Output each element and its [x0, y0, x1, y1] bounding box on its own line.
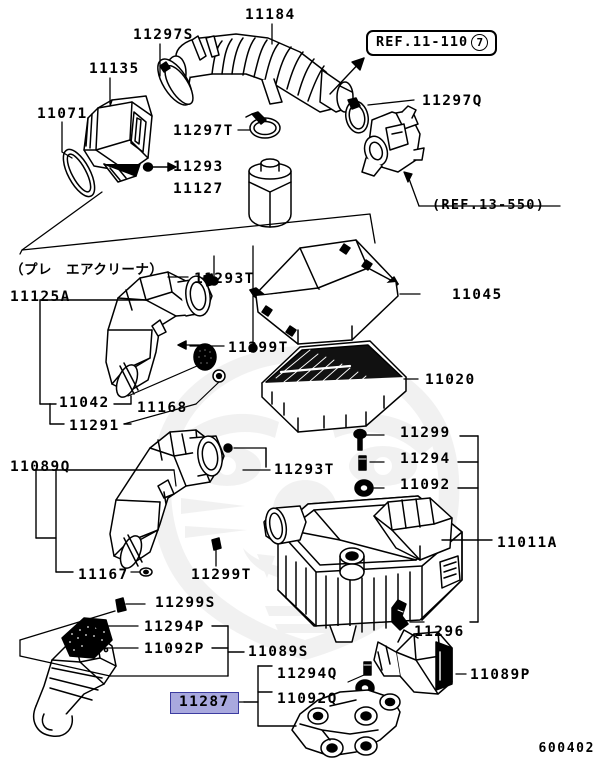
- part-11092-nut: [354, 479, 385, 497]
- part-label-11293[interactable]: 11293: [173, 159, 224, 175]
- arrow-11042: [177, 340, 207, 350]
- part-label-11299t-upper[interactable]: 11299T: [228, 340, 289, 356]
- ref-13-550-label[interactable]: (REF.13-550): [432, 197, 546, 213]
- part-label-11127[interactable]: 11127: [173, 181, 224, 197]
- part-label-11296[interactable]: 11296: [414, 624, 465, 640]
- part-11299s-pin: [115, 597, 146, 613]
- bracket-11287: [243, 665, 297, 727]
- part-label-11299s[interactable]: 11299S: [155, 595, 216, 611]
- part-label-11092q[interactable]: 11092Q: [277, 691, 338, 707]
- leader-lines: [61, 23, 467, 703]
- leader-11291: [123, 403, 197, 425]
- part-11089s-pre-cleaner: [32, 617, 117, 737]
- part-label-11299[interactable]: 11299: [400, 425, 451, 441]
- part-11089q-duct: [109, 429, 225, 569]
- ref-box-circle-number: 7: [471, 34, 489, 51]
- part-label-11011a[interactable]: 11011A: [497, 535, 558, 551]
- part-label-11299t-lower[interactable]: 11299T: [191, 567, 252, 583]
- part-label-11020[interactable]: 11020: [425, 372, 476, 388]
- leader-ref-13-550: [403, 171, 561, 207]
- part-11299-bolt: [353, 428, 385, 451]
- part-11042-mesh-piece: [127, 343, 217, 397]
- part-label-11092[interactable]: 11092: [400, 477, 451, 493]
- part-label-11168[interactable]: 11168: [137, 400, 188, 416]
- sheet-number: 600402: [538, 741, 595, 756]
- part-label-11071[interactable]: 11071: [37, 106, 88, 122]
- part-11294-clip: [358, 455, 385, 471]
- part-11287-bracket: [291, 689, 401, 758]
- part-label-11291[interactable]: 11291: [69, 418, 120, 434]
- part-label-11297t[interactable]: 11297T: [173, 123, 234, 139]
- part-throttle-body: [361, 105, 425, 177]
- part-11135-resonator: [83, 95, 153, 183]
- part-label-11045[interactable]: 11045: [452, 287, 503, 303]
- part-label-11297q[interactable]: 11297Q: [422, 93, 483, 109]
- bracket-11089q: [35, 469, 175, 573]
- part-label-11089s[interactable]: 11089S: [248, 644, 309, 660]
- arrow-to-ref-11-110: [329, 57, 365, 95]
- part-label-11092p[interactable]: 11092P: [144, 641, 205, 657]
- part-11167-grommet: [130, 567, 153, 577]
- part-label-11042[interactable]: 11042: [59, 395, 110, 411]
- part-11294q-clip: [347, 661, 372, 683]
- part-11296-clip: [391, 599, 425, 631]
- group-divider-top: [19, 191, 376, 255]
- part-11294p-clip: [95, 621, 139, 631]
- bracket-11089s: [211, 625, 245, 677]
- part-label-11294p[interactable]: 11294P: [144, 619, 205, 635]
- part-11299t-pin-upper: [248, 343, 258, 353]
- ref-box-label: REF.11-110: [376, 33, 469, 50]
- part-label-11167[interactable]: 11167: [78, 567, 129, 583]
- part-11184-air-hose: [164, 33, 354, 113]
- part-label-11184[interactable]: 11184: [245, 7, 296, 23]
- pre-air-cleaner-annotation: （プレ エアクリーナ）: [10, 262, 164, 278]
- part-label-11293t-lower[interactable]: 11293T: [274, 462, 335, 478]
- part-11089p-elbow: [373, 629, 453, 695]
- part-11020-filter-element: [261, 340, 407, 433]
- part-11011a-air-cleaner-box: [263, 495, 463, 643]
- part-11045-cover: [249, 239, 399, 345]
- part-11092p-nut: [87, 639, 139, 654]
- part-11168-grommet: [195, 369, 226, 405]
- part-11071-gasket: [62, 148, 96, 198]
- part-11297t-clamp: [245, 111, 281, 139]
- part-label-11293t-upper[interactable]: 11293T: [194, 271, 255, 287]
- part-11293t-pin-lower: [223, 443, 267, 468]
- part-11293-pin: [142, 162, 177, 172]
- part-label-11294q[interactable]: 11294Q: [277, 666, 338, 682]
- bracket-11125a: [39, 299, 149, 425]
- part-11297s-clamp: [157, 58, 194, 106]
- part-label-11089q[interactable]: 11089Q: [10, 459, 71, 475]
- frame-11089s: [19, 610, 229, 677]
- part-11125a-pre-cleaner-duct: [105, 271, 215, 398]
- part-11297q-clamp: [344, 97, 370, 134]
- part-11299t-pin-lower: [211, 537, 222, 567]
- ref-box-11-110[interactable]: REF.11-110 7: [366, 30, 498, 56]
- part-label-11089p[interactable]: 11089P: [470, 667, 531, 683]
- part-label-11297s[interactable]: 11297S: [133, 27, 194, 43]
- part-label-11135[interactable]: 11135: [89, 61, 140, 77]
- part-label-11125a[interactable]: 11125A: [10, 289, 71, 305]
- part-label-11294[interactable]: 11294: [400, 451, 451, 467]
- part-label-11287-highlighted[interactable]: 11287: [170, 692, 239, 714]
- part-11127-canister: [248, 158, 292, 228]
- bracket-11011a: [441, 435, 493, 623]
